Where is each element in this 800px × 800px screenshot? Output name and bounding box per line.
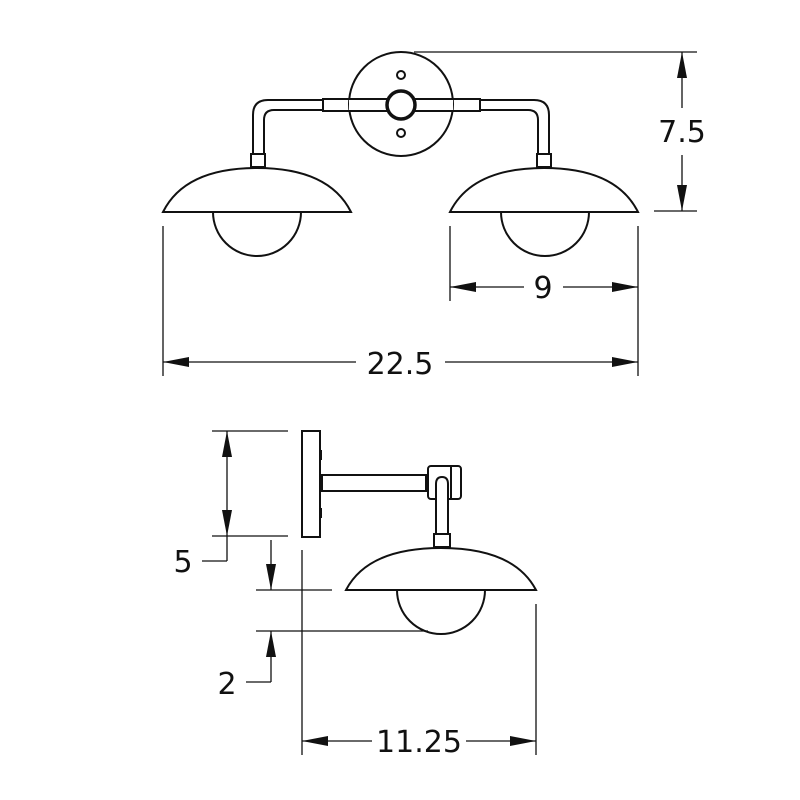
screw-hole-bottom — [396, 128, 406, 138]
center-knob — [385, 89, 417, 121]
front-view: 7.5 9 22.5 — [161, 51, 706, 382]
arm-right — [439, 98, 550, 158]
dimension-label-shade-height: 2 — [217, 667, 236, 702]
shade-right — [448, 153, 640, 257]
dimension-label-overall-width: 22.5 — [367, 347, 434, 382]
dimension-label-shade-width: 9 — [533, 271, 552, 306]
side-view: 5 2 11.25 — [173, 430, 538, 760]
side-backplate — [301, 430, 321, 538]
dimension-shade-width: 9 — [449, 226, 639, 376]
dimension-label-backplate-height: 5 — [173, 545, 192, 580]
side-shade — [344, 546, 538, 591]
dimension-extension: 11.25 — [302, 604, 537, 760]
dimension-label-extension: 11.25 — [376, 725, 462, 760]
side-downrod — [435, 475, 449, 538]
dimension-label-height: 7.5 — [658, 115, 706, 150]
dimension-backplate-height: 5 — [173, 430, 288, 580]
dimension-height: 7.5 — [414, 51, 706, 212]
arm-left — [252, 98, 364, 158]
dimension-overall-width: 22.5 — [162, 226, 638, 382]
shade-left — [161, 153, 353, 257]
side-arm — [319, 474, 429, 492]
screw-hole-top — [396, 70, 406, 80]
dimension-shade-height: 2 — [217, 540, 428, 755]
